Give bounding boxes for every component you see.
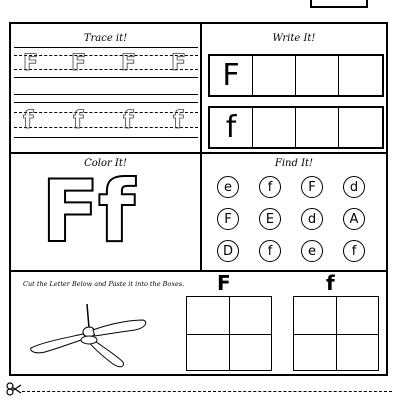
- worksheet: Trace it! F F F F f f f f Write It! F f …: [9, 22, 388, 376]
- write-row-upper: F: [208, 54, 384, 97]
- trace-line: [14, 94, 198, 95]
- find-letter-circle[interactable]: F: [217, 208, 239, 230]
- find-letter-circle[interactable]: f: [259, 176, 281, 198]
- horizontal-divider-2: [11, 270, 386, 272]
- trace-letter: f: [123, 106, 134, 134]
- find-letter-circle[interactable]: e: [217, 176, 239, 198]
- find-letter-circle[interactable]: d: [301, 208, 323, 230]
- paste-letter-lower: f: [326, 271, 335, 295]
- write-box[interactable]: [296, 56, 339, 95]
- trace-line: [14, 77, 198, 78]
- trace-letter: F: [121, 51, 137, 76]
- name-box: [310, 0, 368, 8]
- find-letter-circle[interactable]: f: [259, 240, 281, 262]
- paste-box-upper[interactable]: [186, 296, 272, 371]
- trace-line: [14, 112, 198, 113]
- find-letter-circle[interactable]: f: [343, 240, 365, 262]
- trace-letter: f: [173, 106, 184, 134]
- paste-box-lower[interactable]: [293, 296, 379, 371]
- find-letter-circle[interactable]: A: [343, 208, 365, 230]
- vertical-divider: [200, 24, 202, 272]
- trace-line: [14, 55, 198, 56]
- color-title: Color It!: [84, 158, 127, 169]
- find-letter-circle[interactable]: F: [301, 176, 323, 198]
- find-letter-circle[interactable]: D: [217, 240, 239, 262]
- paste-letter-upper: F: [217, 271, 231, 295]
- write-row-lower: f: [208, 106, 384, 149]
- trace-line: [14, 69, 198, 70]
- trace-letter: f: [23, 106, 34, 134]
- find-letter-circle[interactable]: E: [259, 208, 281, 230]
- write-example-upper: F: [210, 56, 253, 95]
- trace-line: [14, 137, 198, 138]
- scissors-icon: [6, 382, 22, 396]
- trace-letter: F: [23, 51, 39, 76]
- ceiling-fan-image: [30, 303, 147, 368]
- trace-line: [14, 102, 198, 103]
- trace-line: [14, 127, 198, 128]
- write-box[interactable]: [253, 108, 296, 147]
- find-letter-circle[interactable]: e: [301, 240, 323, 262]
- trace-letter: f: [73, 106, 84, 134]
- trace-letter: F: [71, 51, 87, 76]
- color-letters[interactable]: Ff: [40, 162, 136, 262]
- write-box[interactable]: [296, 108, 339, 147]
- cut-line: [22, 391, 392, 392]
- write-box[interactable]: [253, 56, 296, 95]
- trace-line: [14, 47, 198, 48]
- horizontal-divider-1: [11, 152, 386, 154]
- paste-instruction: Cut the Letter Below and Paste it into t…: [23, 280, 185, 288]
- trace-letter: F: [171, 51, 187, 76]
- write-box[interactable]: [339, 56, 382, 95]
- write-example-lower: f: [210, 108, 253, 147]
- find-title: Find It!: [274, 158, 314, 169]
- write-box[interactable]: [339, 108, 382, 147]
- trace-title: Trace it!: [83, 33, 128, 44]
- find-letter-circle[interactable]: d: [343, 176, 365, 198]
- write-title: Write It!: [272, 33, 316, 44]
